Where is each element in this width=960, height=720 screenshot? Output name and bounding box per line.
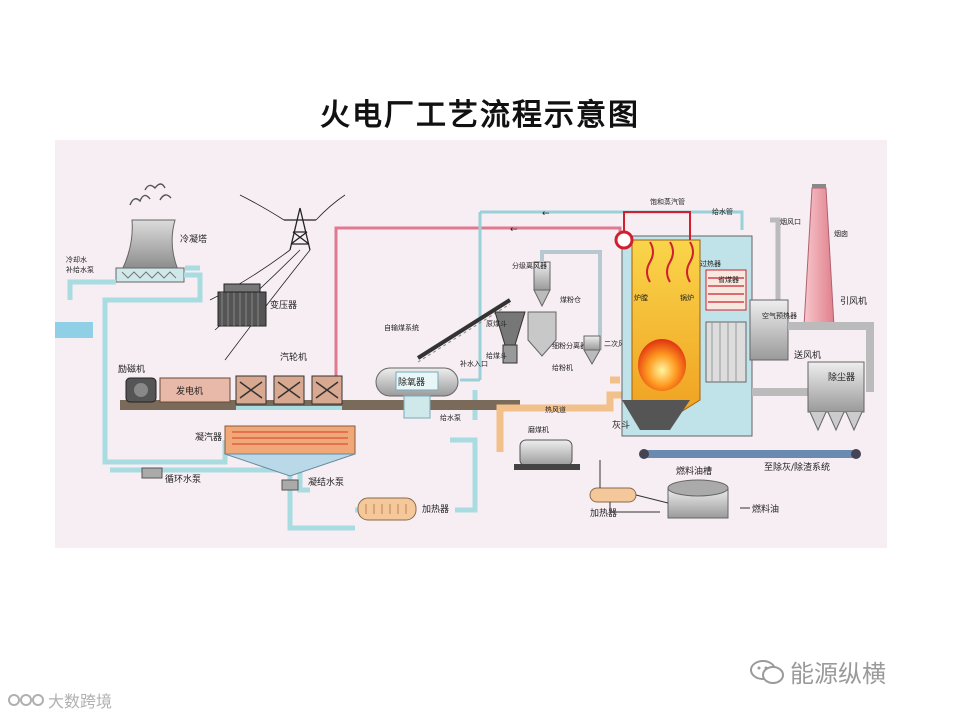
label-raw-hopper: 原煤斗 (486, 319, 507, 328)
label-secondary-air: 二次风 (604, 339, 625, 348)
label-fuel-oil: 燃料油 (752, 503, 779, 515)
label-fuel-heater: 加热器 (590, 507, 617, 519)
label-condenser: 凝汽器 (195, 431, 222, 443)
transmission-tower (209, 194, 346, 361)
logo-icon (8, 694, 44, 706)
watermark-right: 能源纵横 (750, 654, 886, 689)
label-economizer: 省煤器 (718, 275, 739, 284)
generator (159, 377, 231, 403)
condenser (224, 425, 356, 477)
label-cond-pump: 凝结水泵 (308, 476, 344, 488)
label-exciter: 励磁机 (118, 363, 145, 375)
label-furnace: 炉膛 (634, 293, 648, 302)
condensate-pump (281, 479, 299, 491)
label-ash-hopper: 灰斗 (612, 419, 630, 431)
cyclone (583, 335, 601, 366)
label-sat-steam: 饱和蒸汽管 (650, 197, 685, 206)
watermark-right-text: 能源纵横 (790, 660, 886, 688)
coal-conveyor (416, 298, 512, 363)
lp-heater (357, 497, 417, 521)
fuel-oil-tank (667, 479, 729, 519)
label-feed-pump: 给水泵 (440, 413, 461, 422)
air-preheater (749, 217, 789, 361)
label-pf-separator: 细粉分离器 (552, 341, 587, 350)
foundation-left (120, 400, 520, 410)
deaerator (375, 367, 459, 419)
label-auto-conveyor: 自输煤系统 (384, 323, 419, 332)
boiler (614, 211, 753, 437)
water-body (55, 322, 93, 338)
label-hot-air: 热风道 (545, 405, 566, 414)
ash-conveyor (639, 449, 861, 459)
label-turbine: 汽轮机 (280, 351, 307, 363)
label-circ-pump: 循环水泵 (165, 473, 201, 485)
cooling-tower (115, 183, 185, 283)
label-dust-collector: 除尘器 (828, 371, 855, 383)
label-air-preheater: 空气预热器 (762, 311, 797, 320)
transformer (217, 283, 267, 327)
flue-duct (752, 322, 874, 396)
label-feed-pipe: 给水管 (712, 207, 733, 216)
watermark-left-text: 大数跨境 (48, 692, 113, 711)
label-pf-feeder: 给粉机 (552, 363, 573, 372)
label-transformer: 变压器 (270, 299, 297, 311)
label-fuel-tank: 燃料油槽 (676, 465, 712, 477)
label-cold-water: 冷却水 (66, 255, 87, 264)
coal-mill (514, 439, 580, 470)
label-feeder: 给煤斗 (486, 351, 507, 360)
pulverized-coal-bin (527, 311, 557, 357)
dust-collector (807, 361, 865, 432)
fuel-oil-lines (599, 460, 750, 513)
label-pulverized-bin: 煤粉仓 (560, 295, 581, 304)
coarse-separator (533, 250, 602, 350)
feedwater-pipe (460, 210, 744, 382)
diagram-title: 火电厂工艺流程示意图 (320, 98, 640, 133)
label-deaerator: 除氧器 (398, 376, 425, 388)
wechat-icon (750, 659, 784, 684)
exciter (125, 377, 157, 403)
label-separator: 分级离风器 (512, 261, 547, 270)
label-chimney: 烟囱 (834, 229, 848, 238)
circulating-water-pump (141, 467, 163, 479)
label-coal-mill: 磨煤机 (528, 425, 549, 434)
label-cooling-tower: 冷凝塔 (180, 233, 207, 245)
label-boiler-drum: 锅炉 (680, 293, 694, 302)
watermark-left: 大数跨境 (8, 688, 112, 712)
label-makeup-pump: 补给水泵 (66, 265, 94, 274)
label-lp-heater: 加热器 (422, 503, 449, 515)
label-fan: 送风机 (794, 349, 821, 361)
label-makeup-inlet: 补水入口 (460, 359, 488, 368)
label-ash-removal: 至除灰/除渣系统 (764, 461, 830, 473)
arrow-feedwater: ← (510, 225, 518, 235)
fuel-heater (589, 487, 637, 503)
label-superheater: 过热器 (700, 259, 721, 268)
arrow-main-steam: ← (542, 209, 550, 219)
label-generator: 发电机 (176, 385, 203, 397)
label-chimney-inlet: 烟风口 (780, 217, 801, 226)
raw-coal-hopper (494, 311, 526, 364)
turbine (235, 375, 343, 410)
label-id-fan: 引风机 (840, 295, 867, 307)
